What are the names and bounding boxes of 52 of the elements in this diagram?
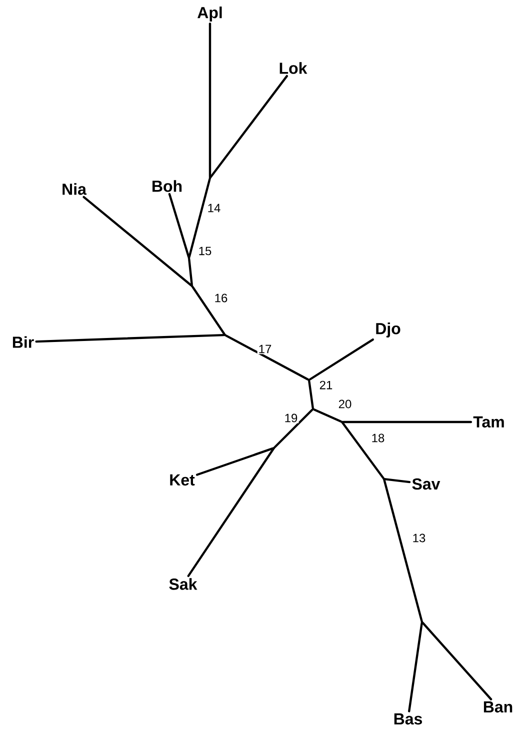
tree-branch bbox=[192, 286, 226, 335]
tree-branch bbox=[35, 334, 225, 343]
tree-branch bbox=[384, 478, 411, 484]
tree-branch bbox=[308, 380, 314, 409]
tree-branch bbox=[196, 447, 274, 476]
branch-point bbox=[340, 420, 344, 424]
branch-point bbox=[420, 620, 424, 624]
leaf-label: Lok bbox=[280, 62, 308, 74]
tree-branch bbox=[422, 622, 492, 700]
tree-branch bbox=[210, 74, 288, 178]
leaf-label: Nia bbox=[62, 183, 87, 195]
tree-branch bbox=[313, 408, 342, 423]
leaf-label: Apl bbox=[198, 6, 222, 22]
branch-point bbox=[188, 256, 190, 260]
branch-label: 14 bbox=[206, 202, 222, 214]
tree-branch bbox=[342, 420, 472, 424]
tree-branch bbox=[383, 479, 423, 622]
branch-point bbox=[382, 478, 386, 480]
tree-branch bbox=[225, 334, 309, 380]
branch-point bbox=[308, 378, 310, 382]
tree-branch bbox=[188, 178, 211, 258]
branch-label: 20 bbox=[337, 398, 353, 410]
leaf-label: Ban bbox=[484, 701, 512, 713]
branch-point bbox=[190, 284, 194, 288]
tree-branch bbox=[309, 338, 374, 380]
branch-label: 15 bbox=[197, 246, 213, 256]
branch-label: 19 bbox=[283, 412, 299, 424]
branch-point bbox=[224, 334, 226, 336]
leaf-label: Djo bbox=[376, 322, 400, 338]
tree-branch bbox=[82, 196, 192, 286]
branch-point bbox=[272, 446, 276, 450]
leaf-label: Bas bbox=[394, 713, 422, 725]
tree-branch bbox=[168, 192, 190, 258]
leaf-label: Sav bbox=[412, 478, 440, 490]
branch-point bbox=[208, 176, 212, 180]
leaf-label: Ket bbox=[170, 474, 195, 486]
branch-label: 16 bbox=[213, 292, 229, 304]
tree-branch bbox=[187, 448, 274, 578]
tree-branch bbox=[188, 258, 193, 286]
tree-branch bbox=[274, 408, 314, 448]
leaf-label: Sak bbox=[169, 578, 198, 590]
tree-branch bbox=[208, 22, 212, 178]
tree-branch bbox=[408, 622, 423, 712]
branch-label: 13 bbox=[411, 532, 427, 544]
leaf-label: Bir bbox=[12, 336, 34, 348]
branch-point bbox=[312, 408, 314, 410]
leaf-label: Boh bbox=[152, 180, 182, 192]
branch-label: 17 bbox=[257, 344, 273, 354]
tree-branch bbox=[342, 422, 384, 479]
branch-label: 18 bbox=[370, 432, 386, 444]
leaf-label: Tam bbox=[473, 416, 504, 428]
branch-label: 21 bbox=[318, 380, 334, 390]
